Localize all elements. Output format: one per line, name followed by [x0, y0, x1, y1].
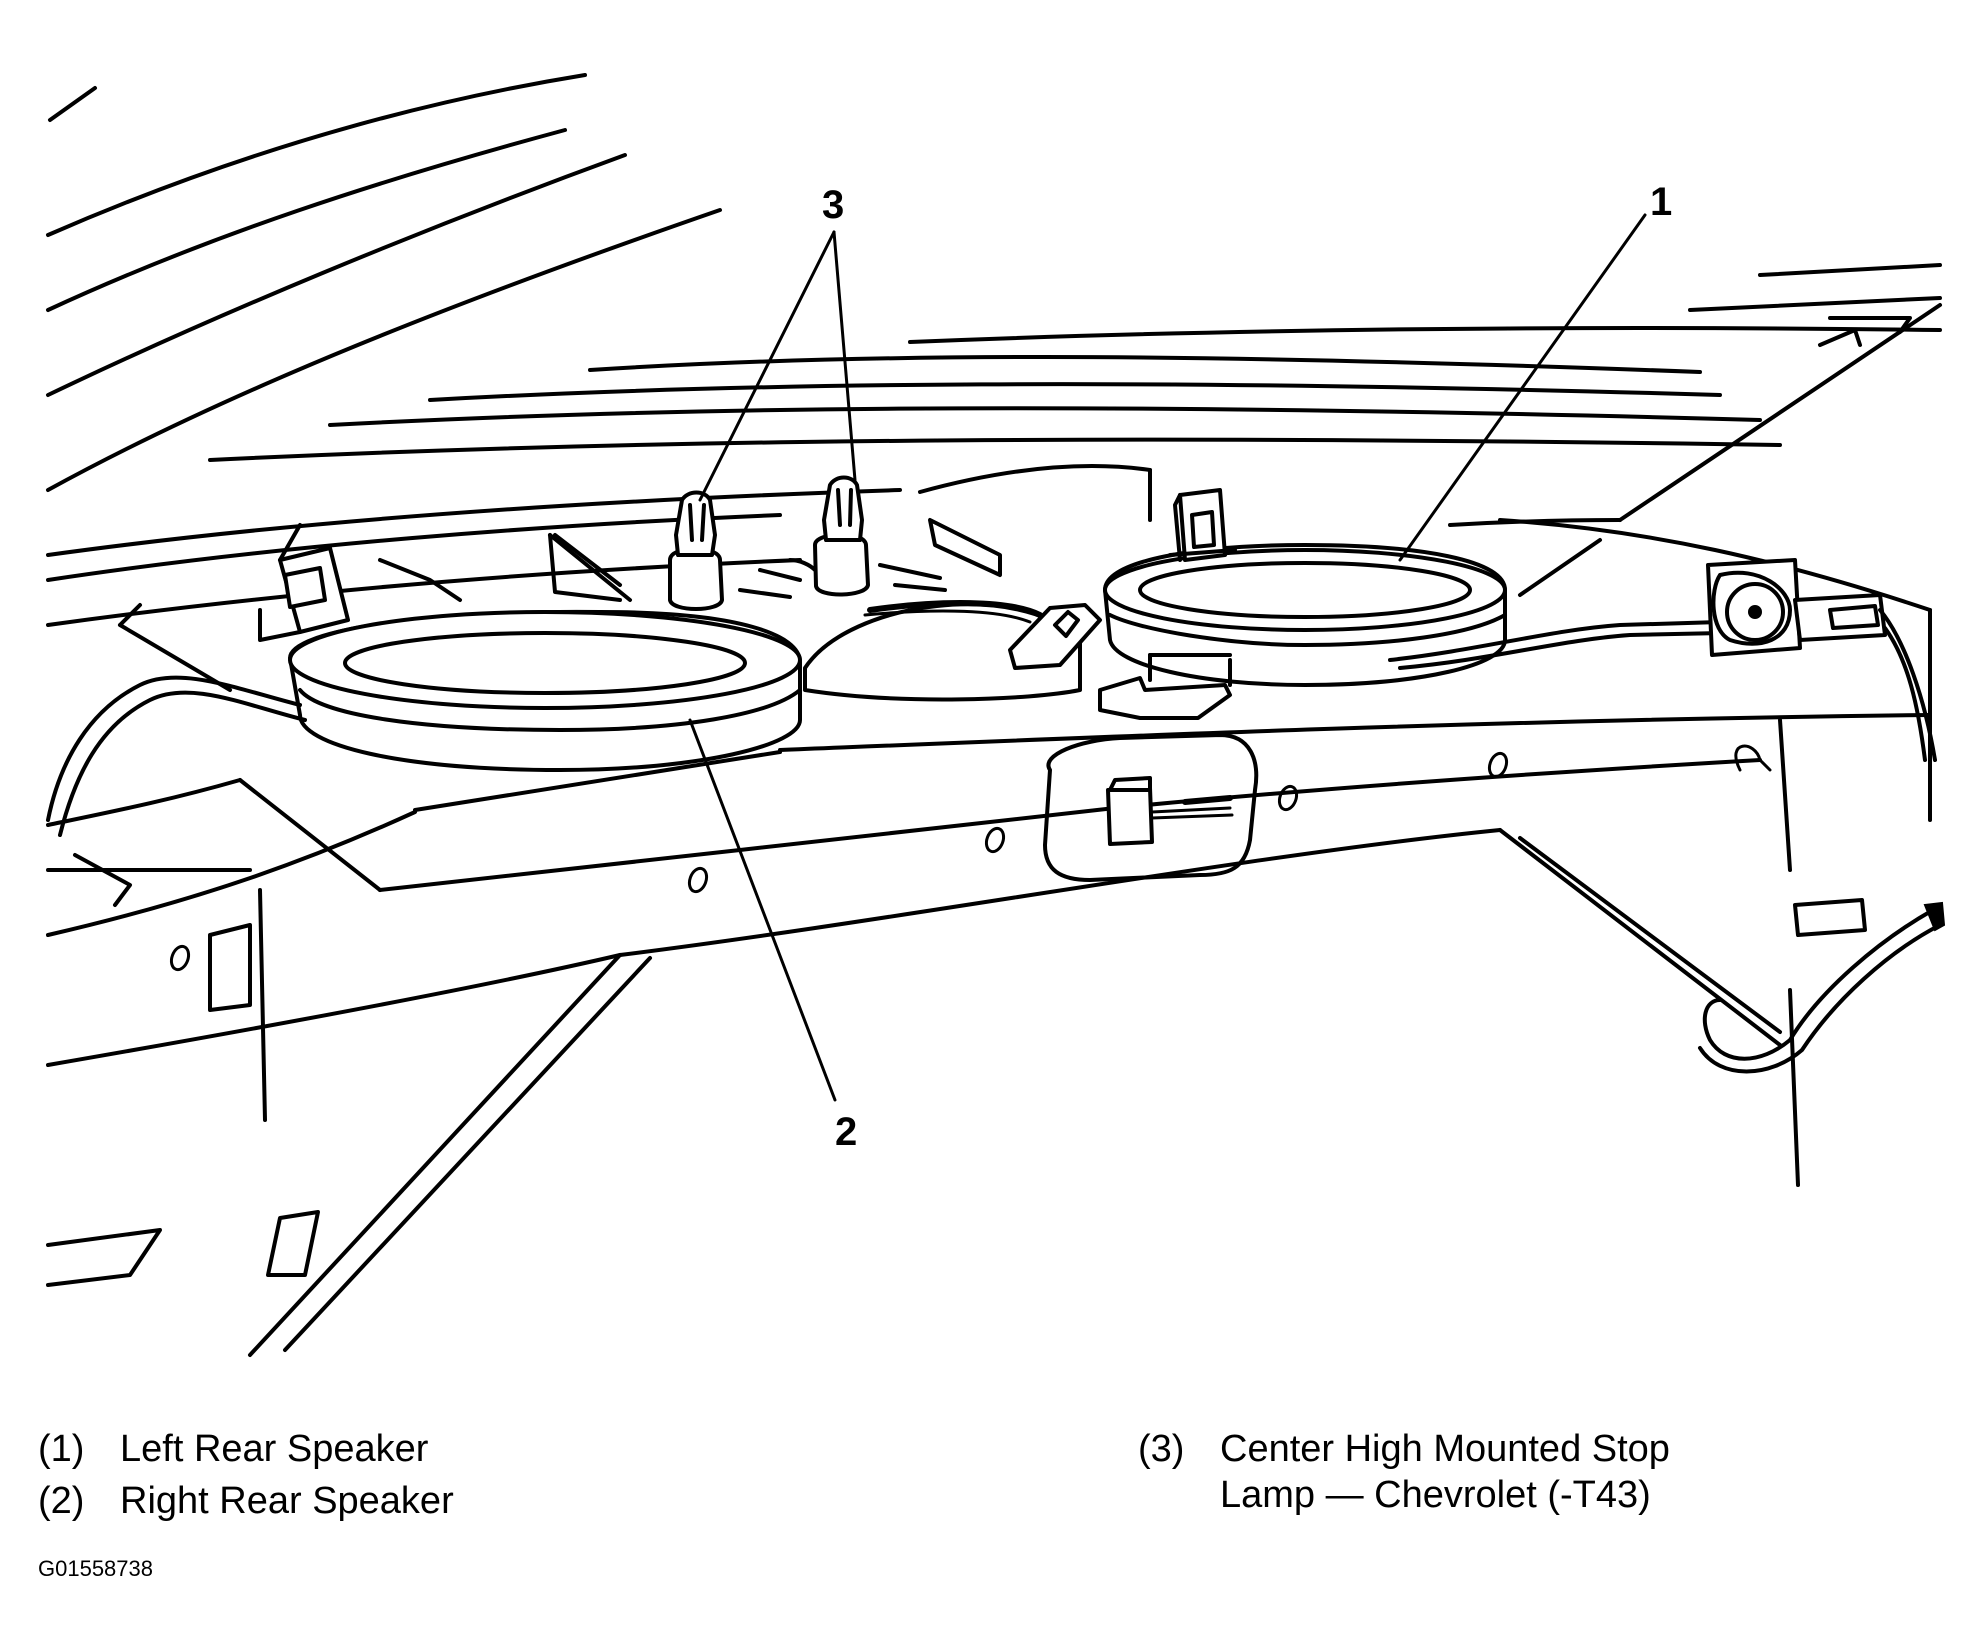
center-cutout	[1043, 733, 1259, 882]
divider-plates	[548, 518, 1602, 602]
left-rear-speaker	[1103, 543, 1507, 687]
callout-3: 3	[822, 183, 844, 227]
figure-id: G01558738	[38, 1556, 153, 1581]
left-mount-bracket	[258, 523, 462, 642]
stop-lamp-socket-right	[813, 475, 870, 597]
right-side-connector	[1706, 558, 1937, 762]
callout-1: 1	[1650, 180, 1672, 224]
legend-item-1: (1) Left Rear Speaker	[38, 1426, 428, 1472]
rear-window-glass	[46, 73, 722, 492]
legend-number: (1)	[38, 1428, 85, 1470]
speaker-harness	[1388, 620, 1724, 670]
legend-number: (2)	[38, 1480, 85, 1522]
legend-number: (3)	[1138, 1428, 1185, 1470]
legend-text: Center High Mounted Stop Lamp — Chevrole…	[1220, 1428, 1670, 1516]
left-side-wire	[46, 675, 307, 837]
speaker-tab	[1098, 653, 1232, 720]
legend-item-2: (2) Right Rear Speaker	[38, 1478, 454, 1524]
right-lower-wire	[1698, 901, 1946, 1074]
legend-text: Right Rear Speaker	[120, 1480, 454, 1522]
callout-2: 2	[835, 1110, 857, 1154]
callout-leaders	[688, 213, 1647, 1102]
upper-deck-lines	[208, 263, 1942, 527]
center-mount-bracket	[1168, 488, 1237, 562]
stop-lamp-socket-left	[668, 490, 724, 611]
legend-text: Left Rear Speaker	[120, 1428, 429, 1470]
shelf-holes	[169, 744, 1867, 972]
rear-shelf-body	[46, 464, 1932, 1357]
legend-item-3: (3) Center High Mounted Stop Lamp — Chevr…	[1138, 1426, 1670, 1518]
stop-lamp-wiring	[548, 533, 947, 602]
right-rear-speaker	[288, 609, 802, 772]
center-boss	[803, 600, 1102, 702]
